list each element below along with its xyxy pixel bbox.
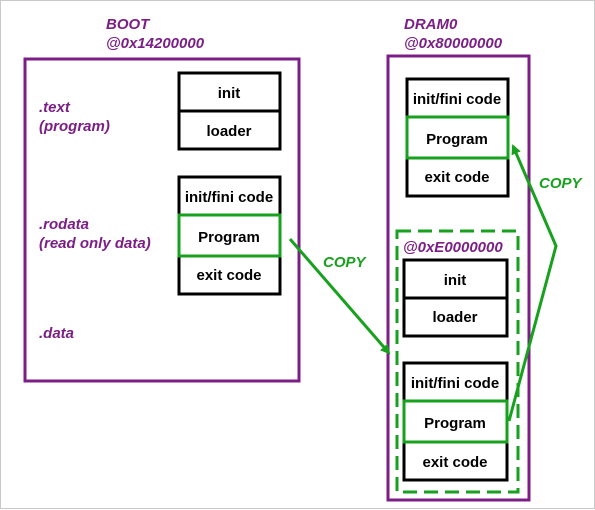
copy-label-2: COPY (539, 175, 584, 192)
boot-loader-text: loader (206, 123, 251, 140)
dram-sub-initfini-box (402, 361, 509, 403)
dram-subregion (395, 229, 520, 494)
dram-sub-initfini-text: init/fini code (411, 375, 499, 392)
dram-subregion-address: @0xE0000000 (403, 239, 503, 256)
boot-data-label: .data (39, 325, 74, 342)
copy-arrow-sub-to-top (507, 144, 558, 422)
boot-initfini-box (177, 175, 282, 217)
boot-program-text: Program (198, 229, 260, 246)
boot-init-text: init (218, 85, 241, 102)
dram-init-box (402, 258, 509, 300)
dram-initfini-text: init/fini code (413, 91, 501, 108)
dram-sub-exitcode-text: exit code (422, 454, 487, 471)
dram-program-box (405, 115, 510, 160)
boot-exitcode-text: exit code (196, 267, 261, 284)
dram-exitcode-text: exit code (424, 169, 489, 186)
dram-region (386, 54, 531, 502)
dram-address: @0x80000000 (404, 35, 503, 52)
boot-loader-box (177, 109, 282, 151)
dram-program-text: Program (426, 131, 488, 148)
dram-loader-box (402, 296, 509, 338)
dram-sub-program-text: Program (424, 415, 486, 432)
boot-address: @0x14200000 (106, 35, 205, 52)
boot-text-sublabel: (program) (39, 118, 110, 135)
dram-sub-exitcode-box (402, 440, 509, 482)
dram-init-text: init (444, 272, 467, 289)
copy-arrow-boot-to-dram (288, 238, 391, 355)
boot-program-box (177, 213, 282, 258)
boot-rodata-label: .rodata (39, 216, 89, 233)
dram-initfini-box (405, 77, 510, 119)
boot-initfini-text: init/fini code (185, 189, 273, 206)
dram-title: DRAM0 (404, 16, 458, 33)
dram-sub-program-box (402, 399, 509, 444)
boot-region (23, 57, 301, 383)
dram-loader-text: loader (432, 309, 477, 326)
boot-title: BOOT (106, 16, 151, 33)
boot-rodata-sublabel: (read only data) (39, 235, 151, 252)
boot-text-label: .text (39, 99, 71, 116)
copy-label-1: COPY (323, 254, 368, 271)
